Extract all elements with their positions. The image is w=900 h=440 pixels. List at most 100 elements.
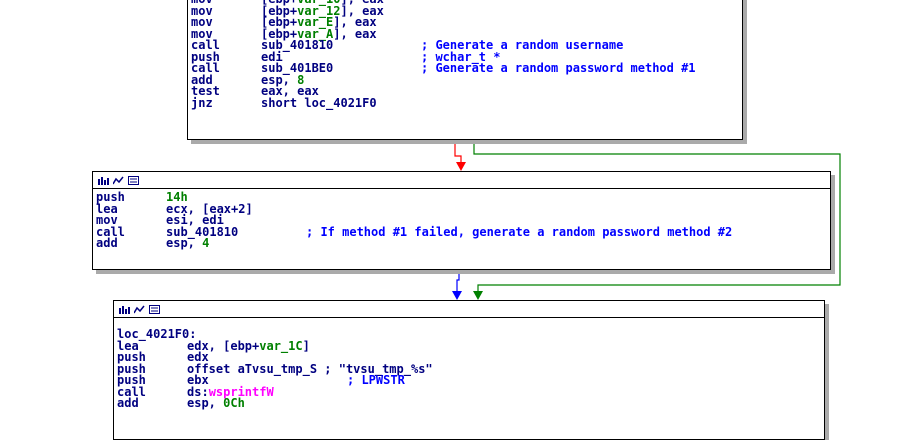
operand-variable[interactable]: 4 [202,236,210,250]
operand-text: ], eax [333,15,377,29]
operands: [ebp+var_10], eax [261,0,384,6]
operand-variable[interactable]: 14h [166,190,188,204]
operands: [ebp+var_E], eax [261,15,377,29]
mnemonic: mov [191,0,261,6]
operands: edx, [ebp+var_1C] [187,339,310,353]
operands: edx [187,350,209,364]
graph-icon[interactable] [119,305,130,314]
comment: ; Generate a random username [421,38,624,52]
mnemonic: mov [191,26,213,41]
mnemonic: push [191,49,220,64]
operand-text: [ebp+ [261,26,298,41]
operands: esp, 8 [261,73,304,87]
operand-text: ebx [187,373,209,387]
operands: [ebp+var_12], eax [261,4,384,18]
operands: edi [261,50,283,64]
comment: ; wchar_t * [421,49,501,64]
operand-text: esi, edi [166,213,224,227]
edge-true[interactable] [473,140,841,296]
mnemonic: add [96,236,118,250]
operand-text: ], eax [340,3,384,18]
operands: ds:wsprintfW [187,385,274,399]
mnemonic: add [117,396,139,410]
operand-variable[interactable]: 8 [297,72,305,87]
instruction-line[interactable]: push 14h [96,190,830,204]
operand-variable[interactable]: 0Ch [223,396,245,410]
operand-text: short loc_4021F0 [261,95,377,110]
instruction-line[interactable]: push edx [117,350,824,364]
operand-variable[interactable]: var_1C [259,338,303,353]
operands: sub_401BE0 [261,61,333,75]
instruction-line[interactable]: lea edx, [ebp+var_1C] [117,338,824,353]
instruction-line[interactable]: call ds:wsprintfW [117,384,824,399]
instruction-line[interactable]: mov[ebp+var_10], eax [191,0,742,6]
instruction-line[interactable]: add esp, 4 [96,236,830,250]
edge-false[interactable] [454,140,462,166]
operand-text: esp, [261,72,298,87]
edit-icon[interactable] [113,176,124,185]
operands: short loc_4021F0 [261,96,377,110]
operands: ecx, [eax+2] [166,202,253,216]
instruction-line[interactable]: mov[ebp+var_12], eax [191,3,742,18]
comment-icon[interactable] [149,304,160,314]
instruction-line[interactable]: push edi ; wchar_t * [191,49,742,64]
edit-icon[interactable] [134,305,145,314]
operands: sub_401810 [261,38,333,52]
instruction-line[interactable]: add esp, 0Ch [117,396,824,410]
instruction-line[interactable]: call sub_401810 ; Generate a random userna… [191,38,742,52]
operand-text: eax, eax [261,84,319,98]
instruction-line[interactable]: lea ecx, [eax+2] [96,201,830,216]
operands: esp, 4 [166,236,209,250]
mnemonic: call [191,38,220,52]
block-2-titlebar [93,172,830,189]
instruction-line[interactable]: mov[ebp+var_E], eax [191,15,742,29]
mnemonic: lea [117,338,139,353]
operand-text: edx [187,350,209,364]
operands: [ebp+var_A], eax [261,27,377,41]
operands: esi, edi [166,213,224,227]
mnemonic: call [191,61,220,75]
mnemonic: call [117,384,146,399]
operand-variable[interactable]: var_A [297,26,334,41]
operand-text: [ebp+ [261,0,297,6]
operand-variable[interactable]: var_12 [297,3,341,18]
operands: sub_401810 [166,225,238,239]
operand-text: esp, [166,236,203,250]
operands: offset aTvsu_tmp_S ; "tvsu_tmp_%s" [187,362,433,376]
operand-text: [ebp+ [261,3,298,18]
operand-text: edi [261,49,283,64]
graph-icon[interactable] [98,176,109,185]
mnemonic: push [96,190,125,204]
operand-variable[interactable]: var_E [297,15,334,29]
mnemonic: push [117,350,146,364]
operand-text: [ebp+ [261,15,298,29]
edge-false-arrow [456,162,466,171]
instruction-line[interactable]: push ebx ; LPWSTR [117,373,824,387]
instruction-line[interactable]: mov [ebp+var_A], eax [191,26,742,41]
block-3-titlebar [114,301,824,318]
operand-variable[interactable]: var_10 [297,0,340,6]
code-label[interactable]: loc_4021F0: [117,327,197,341]
api-name[interactable]: wsprintfW [208,384,274,399]
operands: esp, 0Ch [187,396,245,410]
edge-fallthrough[interactable] [456,270,460,296]
mnemonic: lea [96,201,118,216]
mnemonic: push [117,373,146,387]
comment: ; LPWSTR [347,373,405,387]
mnemonic: mov [191,3,213,18]
comment-icon[interactable] [128,175,139,185]
operand-text: sub_401810 [166,224,239,239]
operands: ebx [187,373,209,387]
